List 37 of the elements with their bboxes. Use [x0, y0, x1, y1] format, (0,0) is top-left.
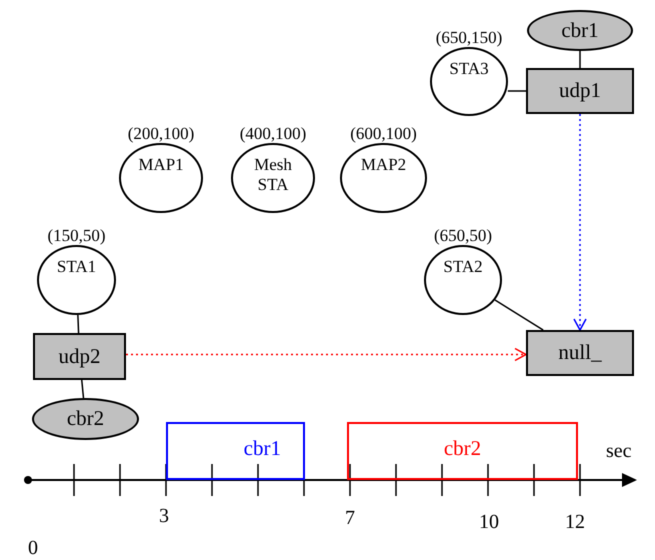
time-interval-box [166, 422, 305, 480]
node-label: STA1 [56, 257, 98, 278]
node-label: cbr1 [242, 436, 282, 462]
node-label: MAP2 [360, 155, 408, 176]
coordinate-label: (650,150) [434, 27, 504, 49]
agent-box [526, 330, 634, 376]
tick-label: 12 [565, 512, 585, 532]
agent-box [33, 333, 126, 380]
tick-label: 7 [345, 508, 355, 528]
coordinate-label: (400,100) [238, 123, 308, 145]
axis-unit-label: sec [606, 441, 632, 461]
connector-line [77, 314, 80, 334]
tick-label: 0 [28, 538, 38, 558]
node-label: MAP1 [137, 155, 185, 176]
node-label: cbr2 [442, 436, 482, 462]
connector-line [494, 299, 544, 331]
coordinate-label: (600,100) [349, 123, 418, 145]
node-label: udp2 [58, 344, 102, 370]
node-label: null_ [557, 340, 603, 366]
node-label: STA3 [448, 59, 490, 80]
time-interval-box [347, 422, 578, 480]
coordinate-label: (200,100) [126, 123, 196, 145]
dotted-arrow [573, 114, 587, 331]
coordinate-label: (150,50) [46, 225, 107, 247]
node-label: udp1 [558, 78, 602, 104]
tick-label: 3 [159, 506, 169, 526]
connector-line [508, 90, 526, 92]
connector-line [81, 380, 84, 398]
coordinate-label: (650,50) [432, 225, 494, 247]
agent-box [526, 68, 634, 114]
node-label: STA2 [442, 257, 484, 278]
node-label: Mesh STA [253, 155, 293, 196]
tick-label: 10 [479, 512, 499, 532]
connector-line [579, 51, 581, 68]
node-label: cbr2 [66, 406, 106, 432]
node-label: cbr1 [560, 18, 600, 44]
dotted-arrow [126, 348, 527, 362]
